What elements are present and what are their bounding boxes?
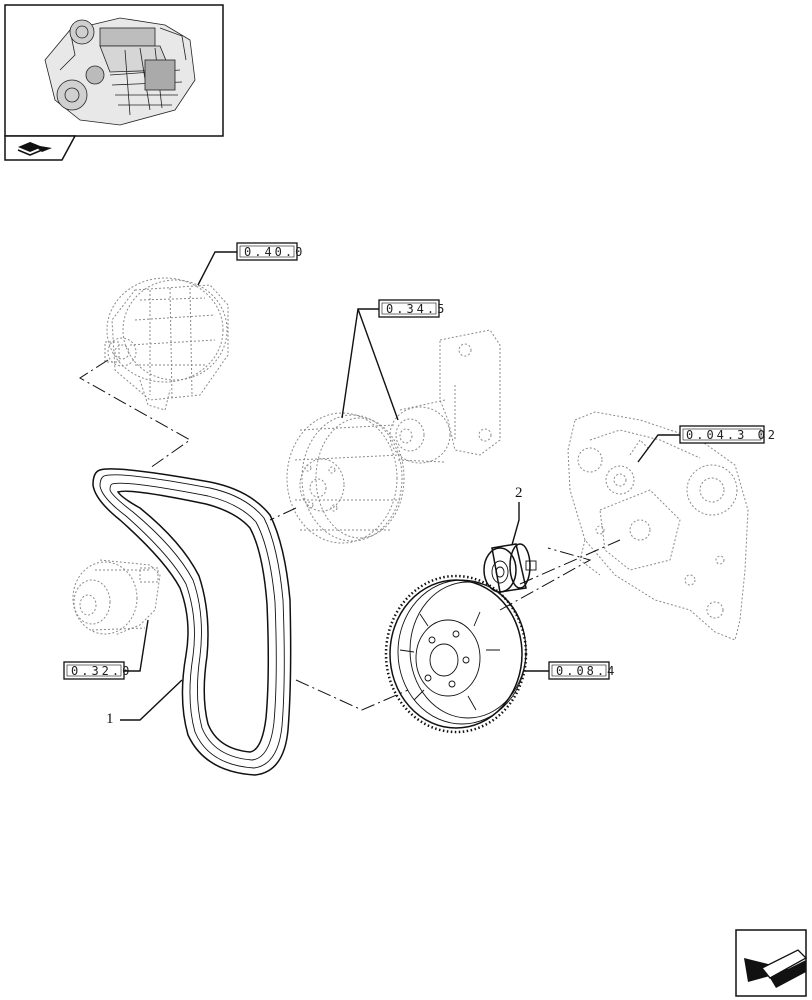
alternator-drawing [104, 277, 229, 411]
reference-tag-water-pump[interactable]: 0.32.0 [63, 661, 132, 680]
leader-idler [511, 502, 520, 546]
section-tab[interactable] [4, 135, 77, 161]
reference-code-damper: 0.08.4 [556, 664, 617, 678]
reference-tag-alternator[interactable]: 0.40.0 [236, 242, 305, 261]
leader-alternator [197, 251, 237, 286]
book-pointer-icon [17, 142, 52, 156]
reference-code-timing-cover: 0.04.3 02 [686, 428, 778, 442]
reference-tag-timing-cover[interactable]: 0.04.3 02 [679, 425, 778, 444]
next-page-button[interactable] [735, 929, 808, 997]
engine-thumbnail-drawing [44, 17, 196, 126]
drive-belt-drawing [92, 468, 292, 776]
reference-tag-damper[interactable]: 0.08.4 [548, 661, 617, 680]
timing-cover-drawing [567, 411, 749, 641]
leader-fan-pulley [341, 308, 379, 419]
arrow-icon [744, 949, 808, 988]
item-number-belt[interactable]: 1 [106, 711, 114, 727]
reference-code-water-pump: 0.32.0 [71, 664, 132, 678]
assembly-centerlines [79, 359, 621, 711]
fan-bracket-drawing [389, 329, 501, 464]
fan-pulley-drawing [286, 412, 405, 544]
reference-tag-fan-drive[interactable]: 0.34.5 [378, 299, 447, 318]
leader-water-pump [124, 619, 149, 672]
idler-pulley-drawing [483, 543, 537, 593]
engine-thumbnail[interactable] [4, 4, 224, 137]
water-pump-drawing [72, 559, 161, 636]
reference-code-alternator: 0.40.0 [244, 245, 305, 259]
leader-timing-cover [637, 434, 680, 463]
leader-belt [120, 679, 183, 721]
item-number-idler[interactable]: 2 [515, 485, 523, 501]
reference-code-fan-drive: 0.34.5 [386, 302, 447, 316]
damper-drawing [384, 574, 528, 734]
leader-fan-bracket [357, 308, 399, 421]
